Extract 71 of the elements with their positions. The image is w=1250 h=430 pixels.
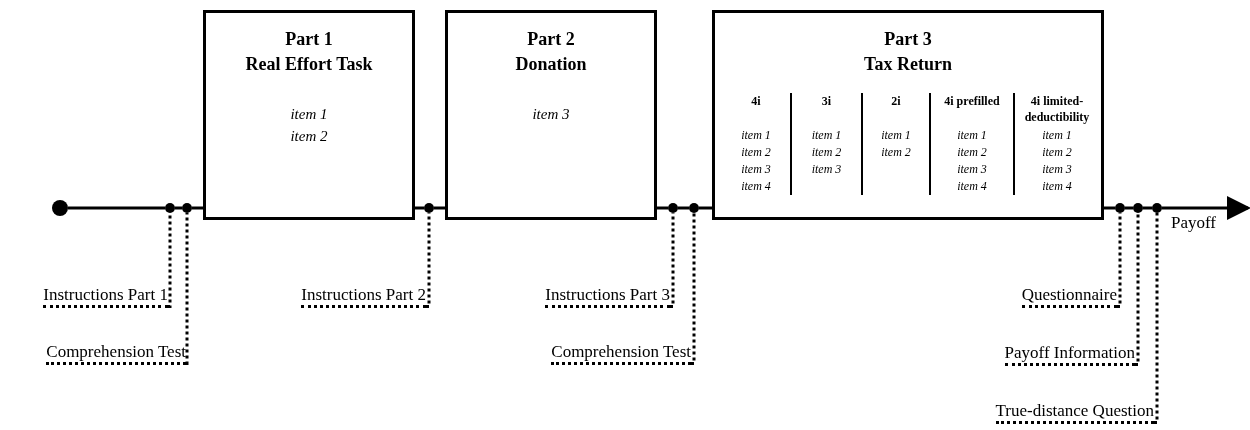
timeline-dot [165,203,175,213]
timeline-line [657,206,668,210]
item-text: item 2 [290,127,328,146]
leader-line [1117,213,1122,308]
item-text: item 1 [957,127,987,144]
event-label: Comprehension Test [551,341,691,365]
timeline-arrow [1162,196,1250,220]
phase-title: Part 3 [884,28,932,51]
phase-title: Donation [515,53,587,76]
timeline-line [415,206,424,210]
phase-title: Part 1 [285,28,333,51]
column-heading: 4i [751,93,761,109]
leader-line [1135,213,1140,366]
phase-title: Tax Return [864,53,952,76]
item-text: item 2 [741,144,771,161]
item-text: item 3 [532,105,570,124]
timeline-line [192,206,203,210]
column-heading: 3i [821,93,832,109]
leader-line [691,213,696,365]
timeline-line [1143,206,1152,210]
item-text: item 3 [1042,161,1072,178]
phase-box [712,10,1104,220]
timeline-line [175,206,182,210]
timeline-dot [424,203,434,213]
timeline-dot [1133,203,1143,213]
phase-box [203,10,415,220]
timeline-dot [668,203,678,213]
item-text: item 3 [957,161,987,178]
leader-line [167,213,172,308]
event-label: Instructions Part 3 [545,284,670,308]
timeline-line [678,206,689,210]
end-label: Payoff [1171,212,1216,233]
phase-box [445,10,657,220]
item-text: item 2 [1042,144,1072,161]
phase-title: Part 2 [527,28,575,51]
timeline-line [434,206,445,210]
event-label: Questionnaire [1021,284,1117,308]
item-text: item 1 [881,127,911,144]
item-text: item 1 [741,127,771,144]
event-label: Instructions Part 2 [301,284,426,308]
event-label: True-distance Question [995,400,1154,424]
item-text: item 3 [741,161,771,178]
timeline-dot [1152,203,1162,213]
item-text: item 1 [290,105,328,124]
item-text: item 4 [1042,178,1072,195]
item-text: item 4 [741,178,771,195]
column-heading: 2i [891,93,901,109]
event-label: Payoff Information [1004,342,1135,366]
phase-title: Real Effort Task [245,53,373,76]
timeline-dot [182,203,192,213]
leader-line [1154,213,1159,424]
timeline-dot [1115,203,1125,213]
item-text: item 1 [811,127,842,144]
item-text: item 3 [811,161,842,178]
leader-line [426,213,431,308]
event-label: Instructions Part 1 [43,284,168,308]
timeline-dot [689,203,699,213]
item-text: item 4 [957,178,987,195]
event-label: Comprehension Test [46,341,186,365]
item-text: item 2 [881,144,911,161]
timeline-line [1125,206,1133,210]
leader-line [184,213,189,365]
item-text: item 2 [957,144,987,161]
start-dot [52,200,68,216]
timeline-line [699,206,712,210]
column-heading: 4i prefilled [944,93,1000,109]
timeline-line [1104,206,1115,210]
item-text: item 2 [811,144,842,161]
leader-line [670,213,675,308]
timeline-line [68,206,165,210]
item-text: item 1 [1042,127,1072,144]
